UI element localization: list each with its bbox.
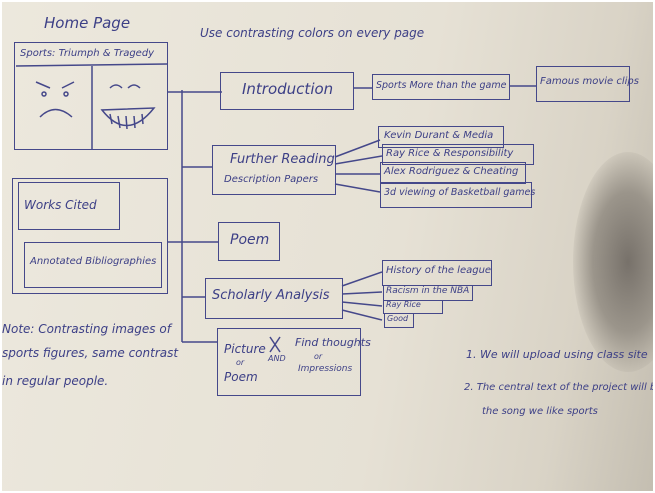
right-note: the song we like sports [482,406,598,417]
further-child: Alex Rodriguez & Cheating [384,166,519,177]
picture-box [217,328,361,396]
scholarly-box [205,278,343,319]
poem-option: Poem [224,370,258,384]
works-box [12,178,168,294]
further-child-box [378,126,504,148]
top-note: Use contrasting colors on every page [200,26,425,40]
intro-child-box [536,66,630,102]
page-title: Home Page [44,14,131,32]
further-child: Kevin Durant & Media [384,130,494,141]
note-line: in regular people. [2,374,109,388]
description-papers: Description Papers [224,174,319,185]
intro-child: Famous movie clips [540,76,639,87]
further-reading: Further Reading [230,152,335,167]
and-label: AND [268,354,286,363]
home-page-box [14,42,168,150]
right-note: 2. The central text of the project will … [464,382,653,393]
note-line: Note: Contrasting images of [2,322,171,336]
scholarly-child: Racism in the NBA [386,286,470,296]
annotated-box [24,242,162,288]
works-cited: Works Cited [24,198,97,212]
find-thoughts: Find thoughts [295,336,371,349]
scholarly-child-box [384,313,414,328]
annotated-bibliographies: Annotated Bibliographies [30,256,157,267]
intro-child-box [372,74,510,100]
poem: Poem [230,232,270,248]
further-reading-box [212,145,336,195]
further-child-box [380,182,532,208]
scholarly-child: History of the league [386,265,492,276]
works-cited-box [18,182,120,230]
impressions: Impressions [298,364,353,374]
poem-box [218,222,280,261]
note-line: sports figures, same contrast [2,346,179,360]
scholarly-child: Good [387,314,409,323]
or-label: or [236,358,245,367]
introduction: Introduction [242,80,334,98]
further-child: 3d viewing of Basketball games [384,187,536,198]
shadow [573,152,653,372]
further-child-box [380,162,526,184]
further-child: Ray Rice & Responsibility [386,148,514,159]
intro-child: Sports More than the game [376,80,507,91]
or-label-2: or [314,352,323,361]
introduction-box [220,72,354,110]
picture: Picture [224,342,266,356]
scholarly-child: Ray Rice [386,300,421,309]
right-note: 1. We will upload using class site [466,348,648,361]
further-child-box [382,144,534,165]
home-header: Sports: Triumph & Tragedy [20,48,155,59]
scholarly-analysis: Scholarly Analysis [212,288,330,303]
